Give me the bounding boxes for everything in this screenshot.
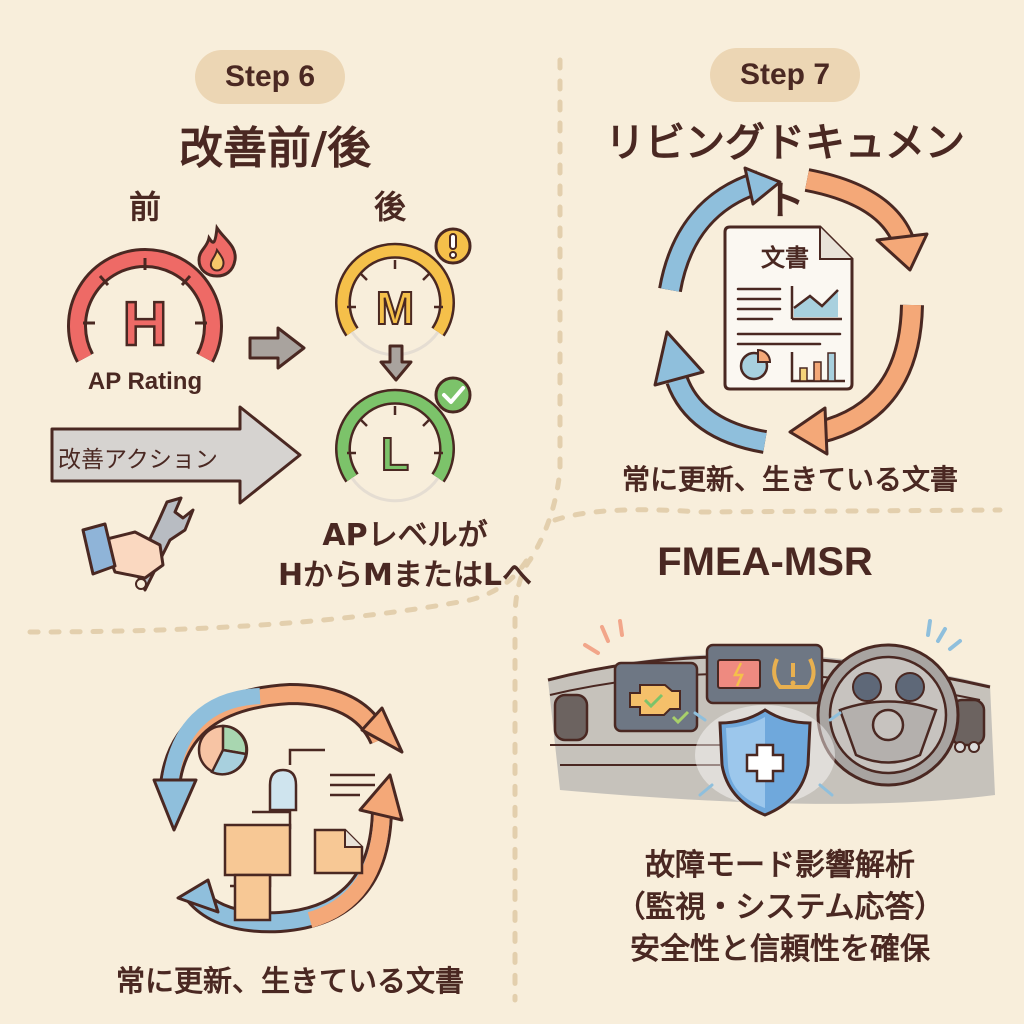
exclamation-icon xyxy=(434,227,472,265)
pie-chart-icon xyxy=(197,724,249,776)
result-line-2: HからMまたはLへ xyxy=(277,558,533,593)
after-label: 後 xyxy=(373,188,406,226)
gauge-medium-letter: M xyxy=(376,282,414,334)
before-label: 前 xyxy=(128,188,161,226)
divider-vertical-top xyxy=(512,57,563,1003)
check-badge-icon xyxy=(434,376,472,414)
update-cycle-illustration xyxy=(152,682,404,934)
gauge-high-letter: H xyxy=(123,290,168,359)
living-document-cycle xyxy=(653,166,929,456)
gauge-high: H xyxy=(67,248,223,363)
step6-badge: Step 6 xyxy=(195,50,345,104)
step6-title: 改善前/後 xyxy=(178,123,372,174)
fmea-line-1: 故障モード影響解析 xyxy=(645,848,915,883)
improvement-action-arrow xyxy=(50,405,302,505)
step7-caption: 常に更新、生きている文書 xyxy=(621,463,958,496)
fire-icon xyxy=(197,223,237,278)
gauge-medium: M xyxy=(335,242,455,357)
document-label: 文書 xyxy=(761,244,809,272)
fmea-line-3: 安全性と信頼性を確保 xyxy=(630,932,930,967)
step7-badge: Step 7 xyxy=(710,48,860,102)
car-dashboard-illustration xyxy=(547,619,995,817)
step7-title: リビングドキュメント xyxy=(605,120,965,224)
arrow-down-icon xyxy=(379,344,413,382)
fmea-line-2: （監視・システム応答） xyxy=(615,890,945,925)
fmea-title: FMEA-MSR xyxy=(657,540,873,584)
result-line-1: APレベルが xyxy=(322,518,488,553)
ap-rating-label: AP Rating xyxy=(87,368,203,395)
divider-horizontal-left xyxy=(27,552,533,635)
wrench-hand-icon xyxy=(81,496,195,592)
improvement-action-label: 改善アクション xyxy=(58,447,218,473)
arrow-right-icon xyxy=(248,326,306,370)
divider-horizontal-right xyxy=(552,507,1003,523)
gauge-low-letter: L xyxy=(381,428,409,480)
gauge-low: L xyxy=(335,388,455,503)
bottom-left-caption: 常に更新、生きている文書 xyxy=(115,964,464,998)
document-icon xyxy=(723,225,854,391)
